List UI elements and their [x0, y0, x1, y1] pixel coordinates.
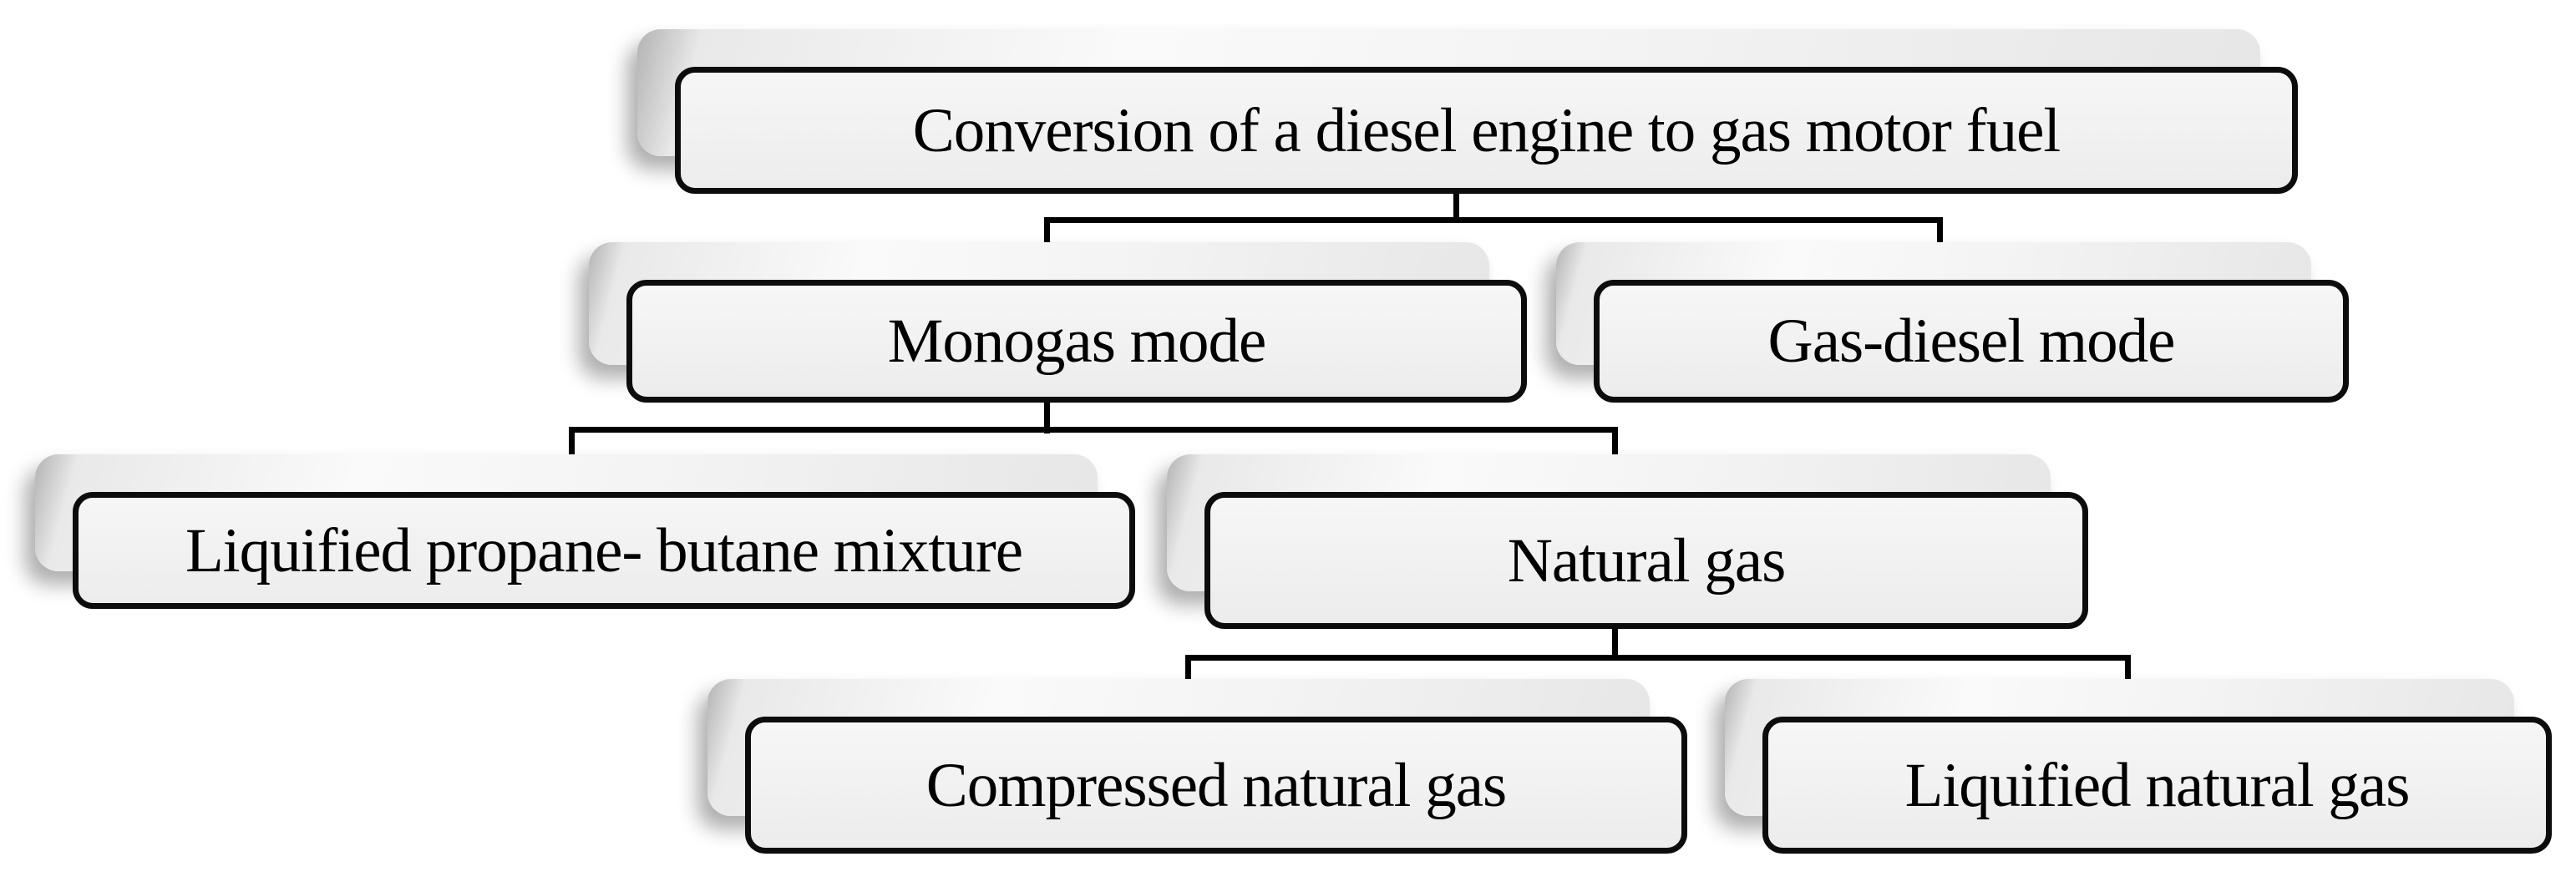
node-monogas-box: Monogas mode [626, 280, 1527, 403]
node-root-label: Conversion of a diesel engine to gas mot… [912, 95, 2061, 165]
node-lpb-label: Liquified propane- butane mixture [185, 515, 1023, 585]
connector-root-bar [1044, 217, 1943, 223]
node-monogas: Monogas mode [589, 242, 1527, 403]
node-gas-diesel: Gas-diesel mode [1556, 242, 2349, 403]
node-natural-gas-label: Natural gas [1507, 525, 1787, 596]
node-root-box: Conversion of a diesel engine to gas mot… [675, 67, 2298, 194]
node-gas-diesel-box: Gas-diesel mode [1594, 280, 2349, 403]
connector-monogas-stem [1044, 399, 1050, 433]
node-natural-gas: Natural gas [1167, 454, 2088, 629]
connector-natural-gas-bar [1185, 655, 2131, 661]
node-monogas-label: Monogas mode [887, 307, 1267, 376]
node-lpb: Liquified propane- butane mixture [35, 454, 1135, 609]
node-lng-label: Liquified natural gas [1904, 750, 2411, 820]
connector-natural-gas-stem [1612, 625, 1618, 661]
connector-monogas-bar [569, 427, 1618, 433]
node-cng-label: Compressed natural gas [925, 750, 1507, 820]
connector-root-stem [1453, 190, 1459, 223]
node-lng: Liquified natural gas [1725, 679, 2552, 854]
node-gas-diesel-label: Gas-diesel mode [1767, 307, 2176, 376]
node-natural-gas-box: Natural gas [1204, 492, 2088, 629]
node-cng: Compressed natural gas [707, 679, 1687, 854]
node-lng-box: Liquified natural gas [1762, 717, 2552, 854]
node-lpb-box: Liquified propane- butane mixture [73, 492, 1135, 609]
node-cng-box: Compressed natural gas [745, 717, 1687, 854]
node-root: Conversion of a diesel engine to gas mot… [637, 29, 2298, 194]
